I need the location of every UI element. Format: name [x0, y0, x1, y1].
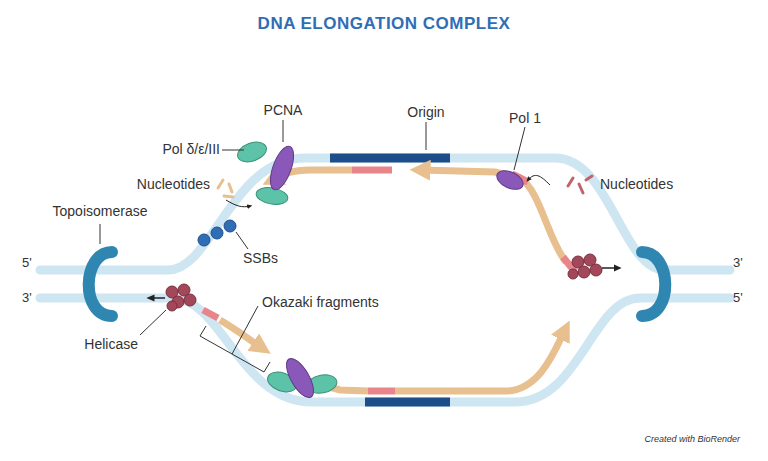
part-name: Okazaki fragments: [262, 294, 379, 310]
part-name: Nucleotides: [137, 176, 210, 192]
helicase: [166, 254, 602, 311]
nucleotides: [568, 176, 592, 193]
polymerase-complex: [265, 354, 339, 401]
part-name: SSBs: [243, 250, 278, 266]
part-name: Nucleotides: [600, 176, 673, 192]
okazaki-fragment: [220, 320, 262, 348]
part-name: Origin: [407, 104, 444, 120]
lagging-strand: [420, 170, 566, 262]
okazaki-bracket: [200, 306, 270, 372]
part-name: PCNA: [264, 102, 303, 118]
strand-end: 5': [733, 291, 743, 306]
nucleotide-arrow: [528, 175, 550, 185]
origin-segment: [365, 398, 450, 407]
part-name: Topoisomerase: [53, 203, 148, 219]
direction-arrow: [602, 267, 618, 269]
topoisomerase: [642, 252, 665, 316]
parental-strand: [40, 298, 730, 402]
direction-arrow: [150, 297, 165, 299]
part-name: Pol 1: [509, 110, 541, 126]
nucleotides: [218, 180, 233, 197]
diagram-title: DNA ELONGATION COMPLEX: [258, 14, 511, 34]
okazaki-primer: [203, 310, 218, 318]
part-name: Helicase: [84, 336, 138, 352]
nucleotide-arrow: [226, 200, 250, 207]
parental-strand: [40, 158, 730, 270]
strand-end: 5': [22, 256, 32, 271]
ssb: [198, 220, 236, 246]
origin-primer: [368, 388, 395, 395]
part-name: Pol δ/ε/III: [162, 141, 220, 157]
leading-strand: [395, 330, 565, 391]
strand-end: 3': [22, 291, 32, 306]
origin-primer: [352, 167, 392, 174]
origin-segment: [330, 154, 450, 163]
leader-line: [100, 120, 525, 335]
strand-end: 3': [733, 256, 743, 271]
polymerase-complex: [235, 138, 298, 206]
watermark: Created with BioRender: [644, 434, 740, 444]
pol1: [494, 167, 526, 193]
topoisomerase: [89, 252, 112, 316]
